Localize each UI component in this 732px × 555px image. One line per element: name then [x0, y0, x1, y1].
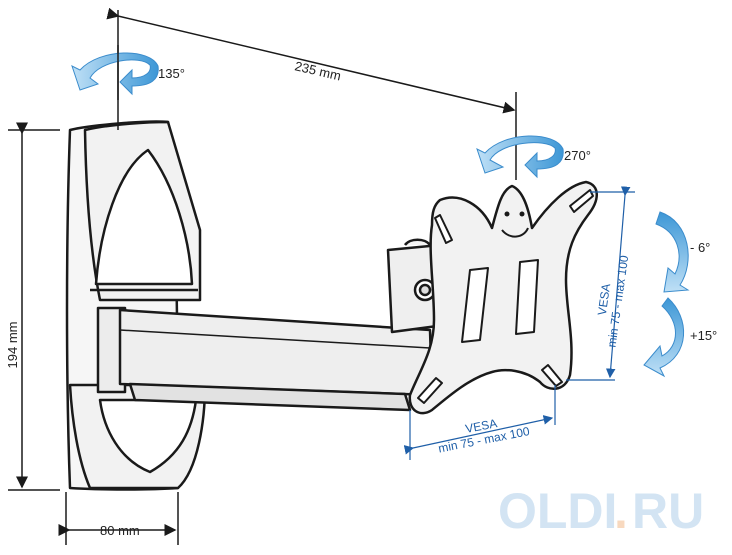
- dimension-lines: [8, 7, 517, 545]
- extension-arm: [118, 308, 434, 412]
- head-swivel-arrow-icon: [476, 135, 564, 179]
- head-swivel-angle-label: 270°: [564, 148, 591, 163]
- tilt-down-arrow-icon: [643, 297, 684, 378]
- vesa-plate: [408, 180, 598, 415]
- vesa-vertical-label: VESA min 75 - max 100: [595, 254, 631, 348]
- watermark-dot: .: [614, 483, 628, 539]
- vesa-vertical-title: VESA: [595, 283, 613, 317]
- wall-plate-width-label: 80 mm: [100, 523, 140, 538]
- wall-plate: [65, 120, 207, 491]
- vesa-horizontal-title: VESA: [464, 416, 498, 436]
- tilt-up-arrow-icon: [655, 211, 690, 293]
- wall-swivel-angle-label: 135°: [158, 66, 185, 81]
- vesa-horizontal-label: VESA min 75 - max 100: [437, 416, 531, 455]
- watermark-suffix: RU: [632, 483, 704, 539]
- wall-plate-height-label: 194 mm: [5, 322, 20, 369]
- tilt-down-angle-label: +15°: [690, 328, 717, 343]
- watermark: OLDI . RU: [498, 483, 704, 539]
- watermark-main: OLDI: [498, 483, 617, 539]
- vesa-dimension-lines: [403, 186, 635, 460]
- wall-swivel-arrow-icon: [71, 45, 159, 100]
- arm-length-label: 235 mm: [293, 58, 342, 83]
- tilt-up-angle-label: - 6°: [690, 240, 710, 255]
